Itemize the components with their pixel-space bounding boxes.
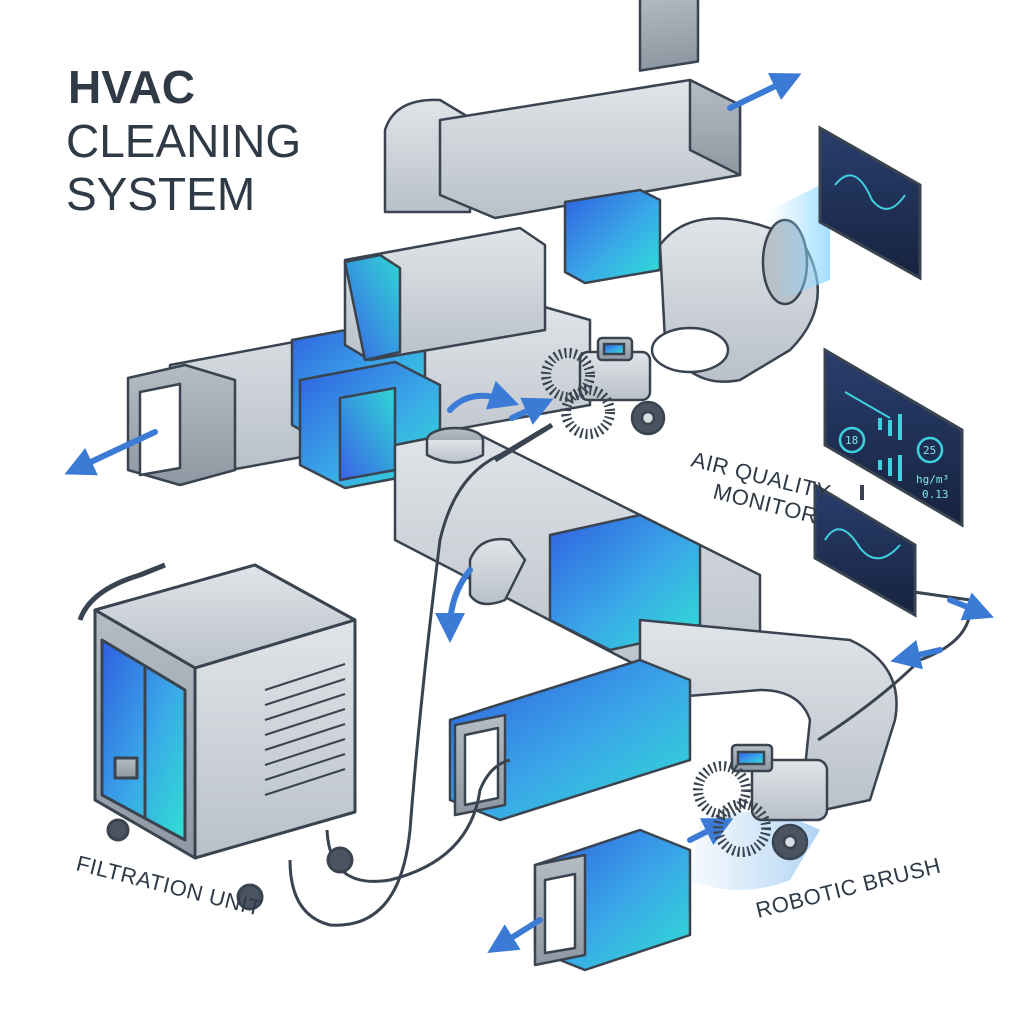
robotic-brush-icon-lower xyxy=(693,743,829,861)
title-line-1: HVAC xyxy=(68,61,195,113)
monitor-glow xyxy=(770,180,830,300)
title-block: HVAC CLEANING SYSTEM xyxy=(66,61,301,220)
title-line-3: SYSTEM xyxy=(66,168,255,220)
lower-duct-network xyxy=(393,426,898,972)
monitor-readouts: 18 25 hg/m³ 0.13 xyxy=(845,434,949,501)
robotic-brush-icon xyxy=(493,336,666,463)
filtration-cabinet-icon xyxy=(77,562,357,911)
title-line-2: CLEANING xyxy=(66,115,301,167)
value-readout: 0.13 xyxy=(922,488,949,501)
unit-readout: hg/m³ xyxy=(916,473,949,486)
gauge-right-readout: 25 xyxy=(923,444,936,457)
label-filtration-unit: FILTRATION UNIT xyxy=(74,851,264,921)
monitor-screen-icon xyxy=(813,125,964,618)
gauge-left-readout: 18 xyxy=(845,434,858,447)
upper-duct-network xyxy=(126,0,819,490)
